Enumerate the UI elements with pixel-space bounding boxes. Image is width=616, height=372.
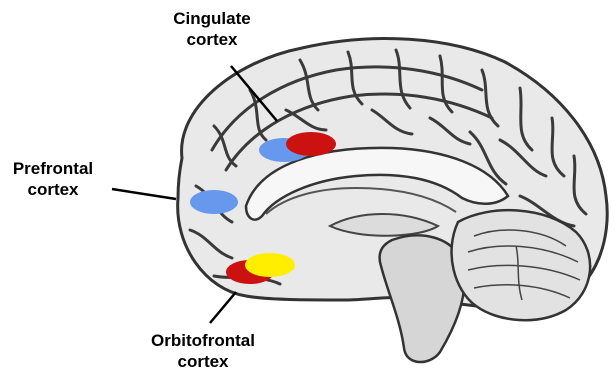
orbitofrontal-pointer-line bbox=[210, 292, 236, 323]
cingulate-cortex-label: Cingulate cortex bbox=[152, 8, 272, 50]
prefrontal-cortex-label: Prefrontal cortex bbox=[4, 158, 102, 200]
cingulate-red-marker bbox=[286, 132, 336, 156]
cingulate-label-line1: Cingulate bbox=[152, 8, 272, 29]
orbitofrontal-yellow-marker bbox=[245, 253, 295, 277]
orbitofrontal-label-line1: Orbitofrontal bbox=[128, 330, 278, 351]
orbitofrontal-cortex-label: Orbitofrontal cortex bbox=[128, 330, 278, 372]
cingulate-label-line2: cortex bbox=[152, 29, 272, 50]
prefrontal-blue-marker bbox=[190, 190, 238, 214]
prefrontal-pointer-line bbox=[112, 189, 176, 199]
orbitofrontal-label-line2: cortex bbox=[128, 351, 278, 372]
prefrontal-label-line1: Prefrontal bbox=[4, 158, 102, 179]
prefrontal-label-line2: cortex bbox=[4, 179, 102, 200]
